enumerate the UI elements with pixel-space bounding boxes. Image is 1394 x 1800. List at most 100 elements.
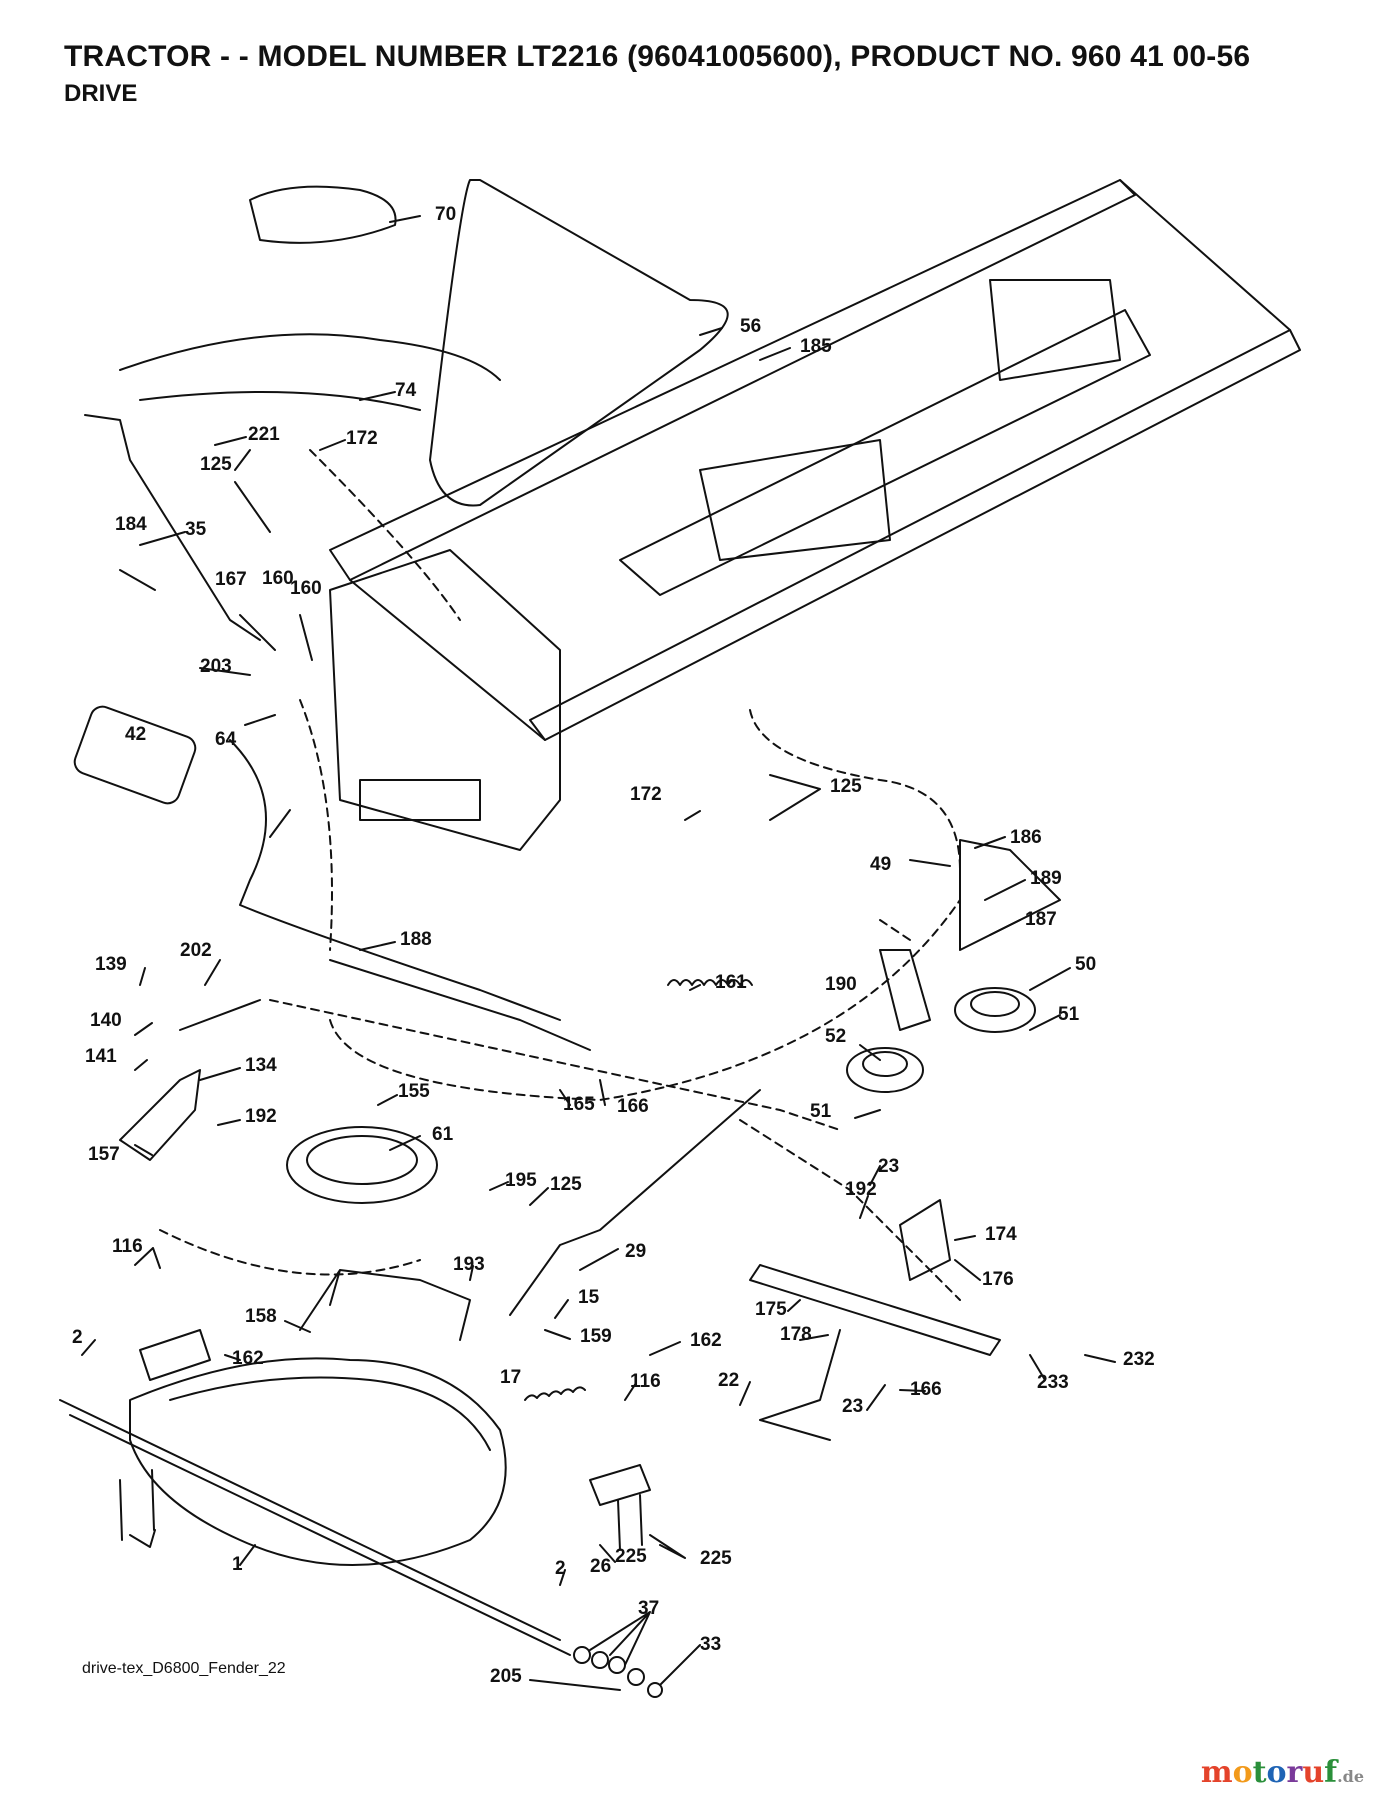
part-callout-125: 125 bbox=[200, 454, 232, 475]
part-callout-161: 161 bbox=[715, 972, 747, 993]
part-callout-74: 74 bbox=[395, 380, 417, 401]
frame-plate bbox=[619, 309, 1151, 596]
transaxle bbox=[129, 1357, 507, 1566]
diagram-reference: drive-tex_D6800_Fender_22 bbox=[82, 1660, 286, 1677]
idler-bracket bbox=[959, 839, 1061, 951]
axle bbox=[59, 1399, 561, 1641]
part-callout-193: 193 bbox=[453, 1254, 485, 1275]
part-callout-195: 195 bbox=[505, 1170, 537, 1191]
part-callout-166: 166 bbox=[617, 1096, 649, 1117]
engine-mount bbox=[989, 279, 1121, 381]
rod-188 bbox=[329, 959, 591, 1051]
bracket-190 bbox=[879, 949, 931, 1031]
spring-17 bbox=[524, 1386, 586, 1401]
pulley-50 bbox=[954, 987, 1036, 1033]
bolts-225-right bbox=[617, 1494, 643, 1551]
part-callout-176: 176 bbox=[982, 1269, 1014, 1290]
part-callout-185: 185 bbox=[800, 336, 832, 357]
pedal-pad bbox=[73, 705, 197, 805]
part-callout-167: 167 bbox=[215, 569, 247, 590]
part-callout-116: 116 bbox=[630, 1371, 661, 1392]
side-frame bbox=[329, 549, 561, 851]
part-callout-166: 166 bbox=[910, 1379, 942, 1400]
pulley-61 bbox=[286, 1126, 438, 1204]
part-callout-221: 221 bbox=[248, 424, 280, 445]
part-callout-116: 116 bbox=[112, 1236, 143, 1257]
part-callout-157: 157 bbox=[88, 1144, 120, 1165]
part-callout-205: 205 bbox=[490, 1666, 522, 1687]
part-callout-23: 23 bbox=[878, 1156, 899, 1177]
part-callout-52: 52 bbox=[825, 1026, 846, 1047]
rod-29 bbox=[509, 1089, 761, 1316]
part-callout-23: 23 bbox=[842, 1396, 863, 1417]
part-callout-225: 225 bbox=[615, 1546, 647, 1567]
part-callout-160: 160 bbox=[262, 568, 294, 589]
part-callout-160: 160 bbox=[290, 578, 322, 599]
part-callout-165: 165 bbox=[563, 1094, 595, 1115]
part-callout-162: 162 bbox=[690, 1330, 722, 1351]
part-callout-49: 49 bbox=[870, 854, 891, 875]
part-callout-233: 233 bbox=[1037, 1372, 1069, 1393]
part-callout-50: 50 bbox=[1075, 954, 1096, 975]
part-callout-232: 232 bbox=[1123, 1349, 1155, 1370]
drive-belt bbox=[429, 179, 729, 507]
part-callout-203: 203 bbox=[200, 656, 232, 677]
section-subtitle: DRIVE bbox=[64, 80, 138, 107]
part-callout-192: 192 bbox=[245, 1106, 277, 1127]
part-callout-125: 125 bbox=[550, 1174, 582, 1195]
part-callout-162: 162 bbox=[232, 1348, 264, 1369]
frame-rail-bottom bbox=[529, 329, 1301, 741]
part-callout-202: 202 bbox=[180, 940, 212, 961]
part-callout-17: 17 bbox=[500, 1367, 521, 1388]
spring-161 bbox=[667, 979, 753, 986]
fender bbox=[119, 333, 501, 411]
shift-rod bbox=[84, 414, 261, 641]
part-callout-186: 186 bbox=[1010, 827, 1042, 848]
part-callout-33: 33 bbox=[700, 1634, 721, 1655]
part-callout-125: 125 bbox=[830, 776, 862, 797]
part-callout-175: 175 bbox=[755, 1299, 787, 1320]
part-callout-225: 225 bbox=[700, 1548, 732, 1569]
bracket-176 bbox=[899, 1199, 951, 1281]
part-callout-29: 29 bbox=[625, 1241, 646, 1262]
part-callout-139: 139 bbox=[95, 954, 127, 975]
part-callout-187: 187 bbox=[1025, 909, 1057, 930]
bracket-162-left bbox=[139, 1329, 211, 1381]
part-callout-35: 35 bbox=[185, 519, 207, 540]
frame-pulley-plate bbox=[699, 439, 891, 561]
pulley-52 bbox=[846, 1047, 924, 1093]
rod-202 bbox=[179, 999, 261, 1031]
part-callout-51: 51 bbox=[1058, 1004, 1080, 1025]
part-callout-134: 134 bbox=[245, 1055, 277, 1076]
part-callout-190: 190 bbox=[825, 974, 857, 995]
part-callout-15: 15 bbox=[578, 1287, 600, 1308]
part-callout-1: 1 bbox=[232, 1554, 243, 1575]
part-callout-178: 178 bbox=[780, 1324, 812, 1345]
part-callout-56: 56 bbox=[740, 316, 761, 337]
arm-134 bbox=[119, 1069, 201, 1161]
part-callout-64: 64 bbox=[215, 729, 237, 750]
part-callout-70: 70 bbox=[435, 204, 456, 225]
brand-logo: motoruf.de bbox=[1200, 1755, 1364, 1790]
part-callout-172: 172 bbox=[630, 784, 662, 805]
part-callout-51: 51 bbox=[810, 1101, 832, 1122]
fender-cap bbox=[249, 185, 397, 244]
bracket-158 bbox=[299, 1269, 471, 1341]
frame-rail-top bbox=[329, 179, 1136, 581]
bolts-225-left bbox=[119, 1469, 155, 1541]
shaft-175 bbox=[749, 1264, 1001, 1356]
part-callout-172: 172 bbox=[346, 428, 378, 449]
part-callout-26: 26 bbox=[590, 1556, 611, 1577]
part-callout-174: 174 bbox=[985, 1224, 1017, 1245]
part-callout-189: 189 bbox=[1030, 868, 1062, 889]
part-callout-140: 140 bbox=[90, 1010, 122, 1031]
part-callout-192: 192 bbox=[845, 1179, 877, 1200]
leader-lines bbox=[81, 215, 1116, 1691]
part-callout-2: 2 bbox=[72, 1327, 83, 1348]
part-callout-155: 155 bbox=[398, 1081, 430, 1102]
rod-64 bbox=[229, 739, 561, 1021]
part-callout-42: 42 bbox=[125, 724, 146, 745]
pedal-arm-22 bbox=[759, 1329, 841, 1441]
